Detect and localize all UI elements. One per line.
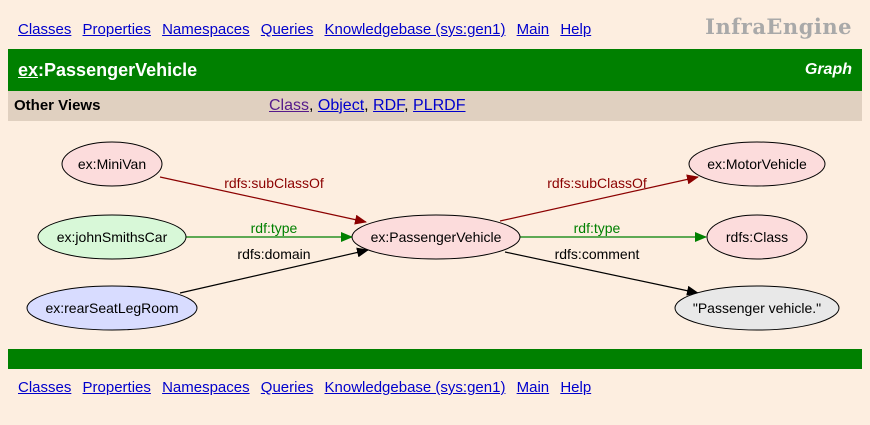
nav-main-link[interactable]: Main <box>516 21 550 38</box>
nav-classes-link[interactable]: Classes <box>18 21 72 38</box>
edge-label-johnsmithscar-type: rdf:type <box>251 220 298 236</box>
bottom-navigation: Classes Properties Namespaces Queries Kn… <box>18 379 598 396</box>
page-title: ex:PassengerVehicle <box>18 60 197 81</box>
bottom-nav-queries-link[interactable]: Queries <box>260 379 314 396</box>
nav-help-link[interactable]: Help <box>560 21 592 38</box>
other-views-bar: Other Views Class, Object, RDF, PLRDF <box>8 91 862 121</box>
edge-rearseat-domain <box>179 247 369 294</box>
bottom-nav-namespaces-link[interactable]: Namespaces <box>162 379 250 396</box>
other-views-links: Class, Object, RDF, PLRDF <box>269 97 466 114</box>
edge-passenger-comment <box>504 251 699 296</box>
node-rdfs-class-label: rdfs:Class <box>726 229 788 245</box>
edge-label-passenger-comment: rdfs:comment <box>555 246 640 262</box>
bottom-nav-classes-link[interactable]: Classes <box>18 379 72 396</box>
edge-label-passenger-type: rdf:type <box>574 220 621 236</box>
bottom-nav-knowledgebase-link[interactable]: Knowledgebase (sys:gen1) <box>324 379 506 396</box>
view-object-link[interactable]: Object <box>317 97 365 114</box>
resource-name: :PassengerVehicle <box>38 60 198 80</box>
nav-namespaces-link[interactable]: Namespaces <box>162 21 250 38</box>
edge-passenger-subclassof <box>499 174 699 222</box>
bottom-nav-properties-link[interactable]: Properties <box>82 379 151 396</box>
node-literal-comment: "Passenger vehicle." <box>674 285 840 331</box>
node-rearseatlegroom-label: ex:rearSeatLegRoom <box>45 300 178 316</box>
node-passengervehicle-label: ex:PassengerVehicle <box>371 229 502 245</box>
node-johnsmithscar-label: ex:johnSmithsCar <box>57 229 168 245</box>
node-literal-comment-label: "Passenger vehicle." <box>693 300 821 316</box>
top-navigation: Classes Properties Namespaces Queries Kn… <box>18 21 598 38</box>
node-passengervehicle[interactable]: ex:PassengerVehicle <box>351 214 521 260</box>
view-rdf-link[interactable]: RDF <box>373 97 405 114</box>
footer-bar <box>8 349 862 369</box>
bottom-nav-help-link[interactable]: Help <box>560 379 592 396</box>
edge-label-minivan-subclassof: rdfs:subClassOf <box>224 175 324 191</box>
nav-properties-link[interactable]: Properties <box>82 21 151 38</box>
node-rearseatlegroom[interactable]: ex:rearSeatLegRoom <box>26 285 198 331</box>
nav-queries-link[interactable]: Queries <box>260 21 314 38</box>
view-plrdf-link[interactable]: PLRDF <box>413 97 466 114</box>
other-views-label: Other Views <box>14 97 101 114</box>
edge-minivan-subclassof <box>159 176 367 225</box>
node-minivan-label: ex:MiniVan <box>78 156 146 172</box>
rdf-graph: rdfs:subClassOf rdf:type rdfs:domain rdf… <box>26 141 840 331</box>
node-minivan[interactable]: ex:MiniVan <box>61 141 163 187</box>
edge-label-passenger-subclassof: rdfs:subClassOf <box>547 175 647 191</box>
view-class-link[interactable]: Class <box>269 97 310 114</box>
node-motorvehicle[interactable]: ex:MotorVehicle <box>688 141 826 187</box>
node-rdfs-class[interactable]: rdfs:Class <box>706 214 808 260</box>
title-bar: ex:PassengerVehicle Graph <box>8 49 862 91</box>
node-johnsmithscar[interactable]: ex:johnSmithsCar <box>37 214 187 260</box>
nav-knowledgebase-link[interactable]: Knowledgebase (sys:gen1) <box>324 21 506 38</box>
infraengine-logo: InfraEngine <box>705 14 852 39</box>
node-motorvehicle-label: ex:MotorVehicle <box>707 156 807 172</box>
edge-label-rearseat-domain: rdfs:domain <box>237 246 310 262</box>
bottom-nav-main-link[interactable]: Main <box>516 379 550 396</box>
namespace-prefix-link[interactable]: ex <box>18 60 39 80</box>
view-mode-label: Graph <box>804 61 852 78</box>
